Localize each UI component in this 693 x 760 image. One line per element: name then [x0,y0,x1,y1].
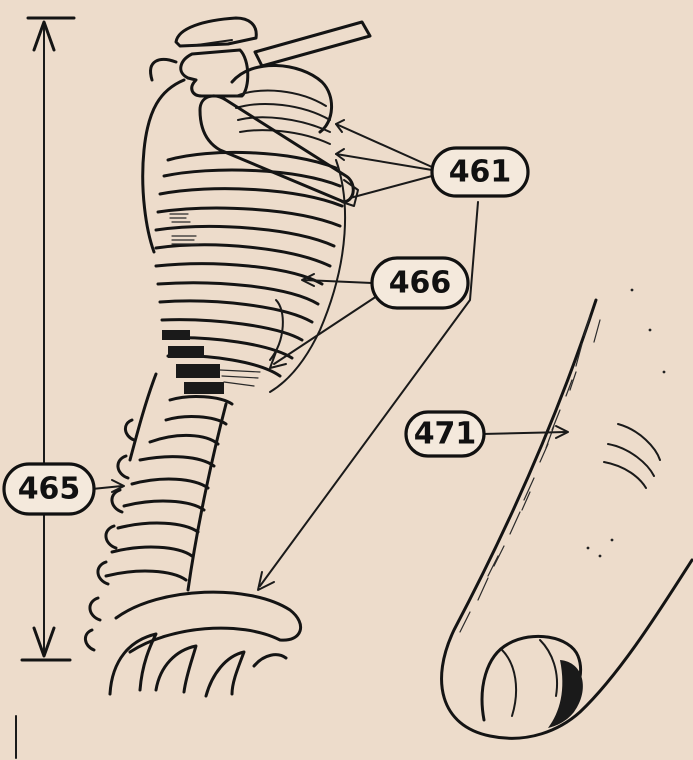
label-465-text: 465 [18,472,81,507]
skeleton-figure [85,18,370,696]
label-466-text: 466 [389,266,452,301]
label-471-text: 471 [414,417,477,452]
label-461-text: 461 [449,155,512,190]
callout-466: 466 [372,258,468,308]
height-dimension-line [22,18,74,660]
callout-471: 471 [406,412,484,456]
callout-465: 465 [4,464,94,514]
callout-461: 461 [432,148,528,196]
finger-with-nail [442,289,692,739]
